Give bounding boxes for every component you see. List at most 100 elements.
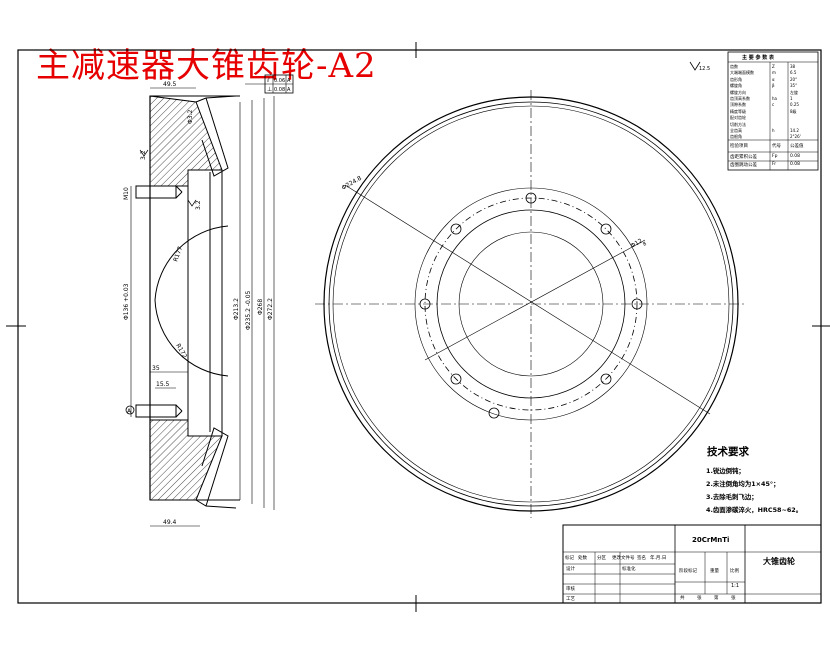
tech-requirement-2: 2.未注倒角均为1×45°；: [706, 480, 780, 488]
tol-row1-symbol: ⫽: [266, 77, 270, 84]
tb-row-process: 工艺: [566, 597, 575, 602]
param-cell: 齿根角: [730, 134, 742, 140]
param-cell: 35°: [790, 83, 798, 89]
dim-tooth-diameter: Φ213.2: [233, 298, 240, 320]
param-cell: 齿顶高系数: [730, 96, 750, 101]
tb-sheet-unit1: 张: [697, 596, 702, 601]
tb-sheet-total: 共: [680, 596, 685, 601]
param-sub-cell: Fr: [772, 162, 777, 167]
param-cell: 齿数: [730, 64, 738, 69]
param-sub-header-cell: 公差值: [790, 144, 804, 149]
param-cell: 6.5: [790, 70, 797, 76]
datum-a-symbol: [125, 405, 135, 415]
tb-sheet-unit2: 张: [731, 596, 736, 601]
title-block-lines: [562, 524, 822, 604]
dim-mid-left-radius: R177: [172, 245, 184, 262]
tech-requirement-4: 4.齿面渗碳淬火，HRC58~62。: [706, 506, 803, 514]
param-cell: 左旋: [790, 89, 798, 95]
tol-row1-value: 0.06: [274, 78, 285, 84]
dim-root-diameter: Φ268: [257, 299, 264, 315]
tolerance-frame: [245, 74, 294, 94]
param-cell: 螺旋方向: [730, 89, 746, 95]
tol-row2-value: 0.08: [274, 87, 285, 93]
param-cell: 全齿高: [730, 128, 742, 133]
roughness-note-value: 12.5: [699, 66, 710, 72]
tech-requirements-title: 技术要求: [707, 446, 749, 458]
tol-row2-symbol: ⊥: [267, 86, 272, 93]
param-sub-header-cell: 检验项目: [730, 144, 748, 149]
roughness-note-symbol: [689, 61, 701, 71]
dim-offset-15: 15.5: [156, 381, 170, 388]
dim-inner-diameter: Φ136 +0.03: [123, 283, 130, 320]
param-sub-cell: Fp: [772, 154, 778, 159]
param-sub-cell: 齿距累积公差: [730, 155, 757, 160]
tb-sheet-no: 第: [714, 596, 719, 601]
param-cell: c: [772, 102, 775, 108]
material-label: 20CrMnTi: [692, 536, 730, 544]
tb-weight: 重量: [710, 569, 719, 574]
param-cell: 14.2: [790, 128, 799, 133]
bolt-hole-upper: [135, 185, 177, 199]
tech-requirement-3: 3.去除毛刺飞边；: [706, 493, 758, 501]
param-cell: 38: [790, 64, 796, 69]
tb-header-change: 更改文件号: [612, 556, 635, 561]
param-cell: 8级: [790, 108, 797, 114]
dim-thread-m: M10: [123, 187, 130, 200]
param-cell: 0.25: [790, 102, 799, 108]
param-cell: ha: [772, 96, 777, 101]
gear-param-table: [727, 51, 819, 171]
dim-bore-diameter: Φ235.2 -0.05: [245, 290, 252, 330]
roughness-symbol-left: [139, 149, 149, 157]
tb-scale-value: 1:1: [731, 583, 740, 589]
bolt-hole-lower: [135, 404, 177, 418]
tb-row-standard: 标准化: [622, 567, 636, 572]
tolerance-frame-text: ⫽ 0.06 A ⊥ 0.08 A: [266, 77, 291, 93]
param-sub-cell: 0.08: [790, 162, 801, 167]
dim-offset-35: 35: [152, 365, 160, 372]
param-cell: 20°: [790, 76, 798, 82]
dim-outer-diameter: Φ272.2: [267, 298, 274, 320]
param-cell: 大端端面模数: [730, 70, 754, 76]
datum-a-label: A: [127, 408, 132, 415]
param-cell: h: [772, 128, 775, 133]
param-cell: α: [772, 76, 775, 82]
param-cell: 精度等级: [730, 108, 746, 114]
param-sub-cell: 0.08: [790, 154, 801, 159]
param-table-header: 主 要 参 数 表: [742, 55, 774, 61]
front-view: [315, 90, 747, 518]
param-cell: m: [772, 70, 776, 76]
dim-hole-diameter: Φ3.2: [187, 110, 194, 124]
front-hole-count: 8: [642, 241, 648, 248]
tol-row1-datum: A: [287, 78, 291, 84]
tb-row-design: 设计: [566, 567, 575, 572]
tb-stage-mark: 阶段标记: [679, 569, 697, 574]
param-cell: 1: [790, 96, 793, 101]
param-cell: 顶隙系数: [730, 102, 746, 108]
param-cell: β: [772, 83, 775, 89]
tb-row-review: 审核: [566, 587, 575, 592]
param-cell: 齿形角: [730, 76, 742, 82]
tb-header-sign: 签名: [637, 556, 646, 561]
tol-row2-datum: A: [287, 87, 291, 93]
tb-scale-label: 比例: [730, 569, 739, 574]
param-cell: 切削方法: [730, 121, 746, 127]
section-view: [125, 87, 275, 527]
roughness-symbol-upper: [187, 199, 197, 207]
drawing-title: 主减速器大锥齿轮-A2: [36, 46, 377, 86]
tb-header-mark: 标记: [565, 556, 574, 561]
param-cell: Z: [772, 64, 775, 69]
tech-requirement-1: 1.锐边倒钝；: [706, 467, 745, 475]
dim-surface-upper: 3.2: [195, 200, 202, 210]
section-hatch-upper: [149, 95, 223, 187]
part-name: 大锥齿轮: [763, 557, 795, 566]
dim-left-angle: 3.2: [140, 150, 147, 160]
param-sub-cell: 齿圈跳动公差: [730, 163, 757, 168]
sheet-border: [17, 49, 822, 604]
dim-bottom-width: 49.4: [163, 519, 177, 526]
param-cell: 螺旋角: [730, 83, 742, 89]
param-cell: 配对齿轮: [730, 115, 746, 121]
tb-header-zone: 分区: [597, 556, 606, 561]
param-sub-header-cell: 代号: [772, 144, 781, 149]
